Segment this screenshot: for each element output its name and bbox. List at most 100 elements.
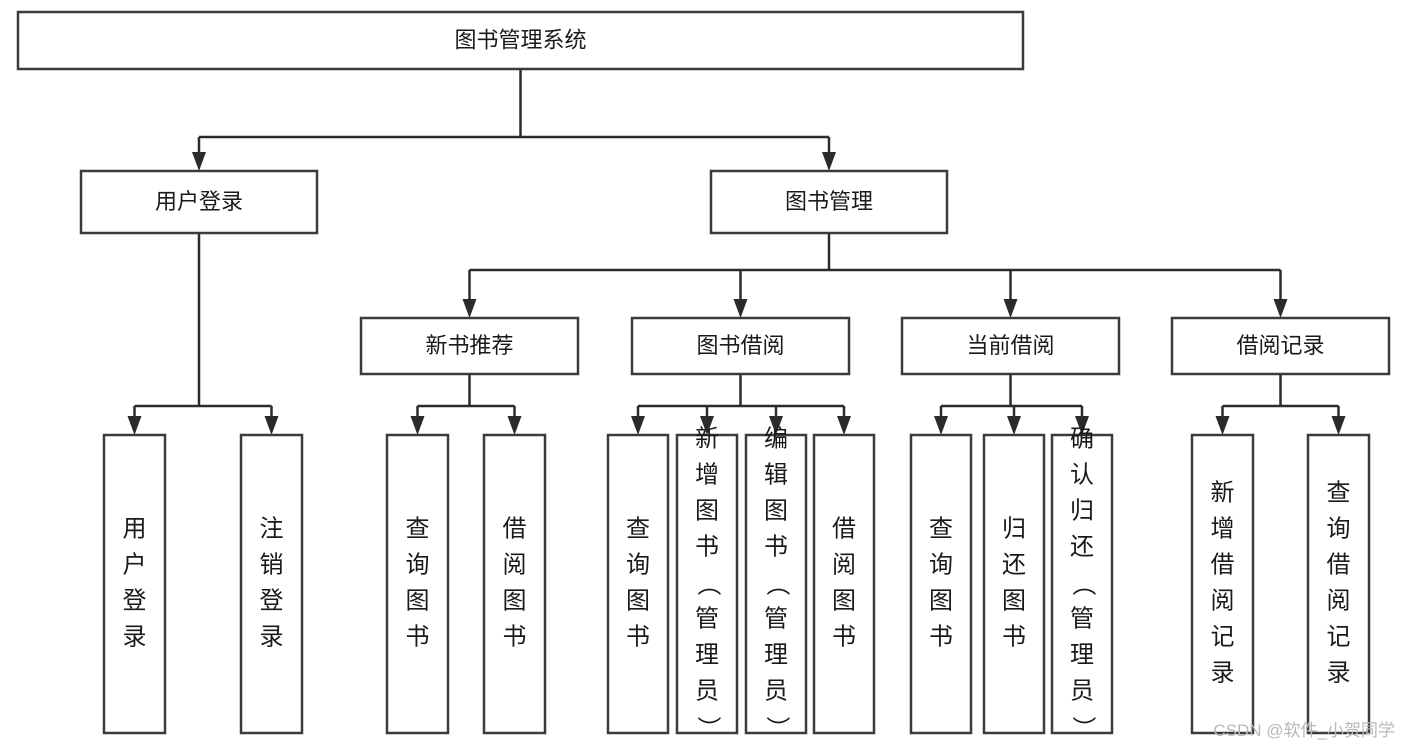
node-new-book-rec[interactable]: 新书推荐 <box>359 316 580 376</box>
node-box-leaf-current-confirm-return <box>1050 433 1114 735</box>
node-book-borrow[interactable]: 图书借阅 <box>630 316 851 376</box>
node-label-char: 销 <box>260 551 284 578</box>
arrow-head-icon <box>507 416 522 435</box>
node-label-char: 录 <box>1327 659 1351 686</box>
node-label-char: 阅 <box>832 551 856 578</box>
node-label-char: 注 <box>260 515 284 542</box>
node-box-leaf-record-add <box>1190 433 1255 735</box>
node-label-char: 书 <box>695 533 719 560</box>
node-label-current-borrow: 当前借阅 <box>966 333 1054 358</box>
node-label-char: 图 <box>1002 587 1026 614</box>
arrow-head-icon <box>1007 416 1021 435</box>
node-label-char: 员 <box>764 677 788 704</box>
arrow-head-icon <box>1215 416 1230 435</box>
node-label-char: 户 <box>123 551 147 578</box>
node-label-char: 增 <box>1211 515 1235 542</box>
arrow-head-icon <box>192 152 206 171</box>
node-box-book-admin <box>709 169 949 235</box>
node-box-book-borrow <box>630 316 851 376</box>
arrow-head-icon <box>700 416 714 435</box>
arrow-head-icon <box>769 416 783 435</box>
node-label-char: 确 <box>1070 425 1094 452</box>
node-borrow-record[interactable]: 借阅记录 <box>1170 316 1391 376</box>
node-label-char: 借 <box>832 515 856 542</box>
node-label-char: 管 <box>764 605 788 632</box>
node-label-char: 书 <box>929 623 953 650</box>
node-label-char: 理 <box>1070 641 1094 668</box>
node-label-char: 登 <box>260 587 284 614</box>
node-box-leaf-rec-query-book <box>385 433 450 735</box>
node-label-char: 阅 <box>1327 587 1351 614</box>
arrow-head-icon <box>934 416 948 435</box>
node-root[interactable]: 图书管理系统 <box>16 10 1025 71</box>
node-label-char: 录 <box>1211 659 1235 686</box>
node-label-char: 还 <box>1002 551 1026 578</box>
node-label-char: 书 <box>832 623 856 650</box>
node-leaf-user-login[interactable]: 用户登录 <box>102 433 167 735</box>
node-label-root: 图书管理系统 <box>454 27 586 52</box>
node-label-char: 借 <box>503 515 527 542</box>
node-box-leaf-user-logout <box>239 433 304 735</box>
node-label-char: 记 <box>1327 623 1351 650</box>
node-label-char: 理 <box>695 641 719 668</box>
node-label-char: 查 <box>406 515 430 542</box>
arrow-head-icon <box>1331 416 1346 435</box>
node-label-char: 员 <box>1070 677 1094 704</box>
node-label-char: 书 <box>1002 623 1026 650</box>
node-label-char: 用 <box>123 515 147 542</box>
node-label-char: 图 <box>764 497 788 524</box>
node-label-char: 认 <box>1070 461 1094 488</box>
node-box-leaf-borrow-edit-book <box>744 433 808 735</box>
node-label-char: ） <box>1070 716 1097 740</box>
arrow-head-icon <box>264 416 279 435</box>
node-box-current-borrow <box>900 316 1121 376</box>
node-label-char: 借 <box>1211 551 1235 578</box>
node-book-admin[interactable]: 图书管理 <box>709 169 949 235</box>
node-label-char: 查 <box>626 515 650 542</box>
node-label-leaf-user-login: 用户登录 <box>123 515 147 650</box>
node-label-char: 编 <box>764 425 788 452</box>
node-label-char: 理 <box>764 641 788 668</box>
connector-layer <box>127 69 1346 435</box>
node-label-char: 辑 <box>764 461 788 488</box>
node-label-book-borrow: 图书借阅 <box>696 333 784 358</box>
node-box-user-login <box>79 169 319 235</box>
node-box-leaf-borrow-add-book <box>675 433 739 735</box>
node-label-char: 书 <box>503 623 527 650</box>
node-label-char: 阅 <box>503 551 527 578</box>
node-box-borrow-record <box>1170 316 1391 376</box>
node-box-leaf-borrow-borrow-book <box>812 433 876 735</box>
node-label-char: ） <box>764 716 791 740</box>
node-label-char: 录 <box>260 623 284 650</box>
node-label-char: 图 <box>929 587 953 614</box>
node-label-char: （ <box>1070 572 1097 596</box>
arrow-head-icon <box>462 299 477 318</box>
node-label-char: 图 <box>406 587 430 614</box>
arrow-head-icon <box>1003 299 1018 318</box>
node-current-borrow[interactable]: 当前借阅 <box>900 316 1121 376</box>
node-label-char: 登 <box>123 587 147 614</box>
node-box-leaf-borrow-query-book <box>606 433 670 735</box>
node-user-login[interactable]: 用户登录 <box>79 169 319 235</box>
node-label-book-admin: 图书管理 <box>785 189 873 214</box>
node-label-char: 图 <box>503 587 527 614</box>
